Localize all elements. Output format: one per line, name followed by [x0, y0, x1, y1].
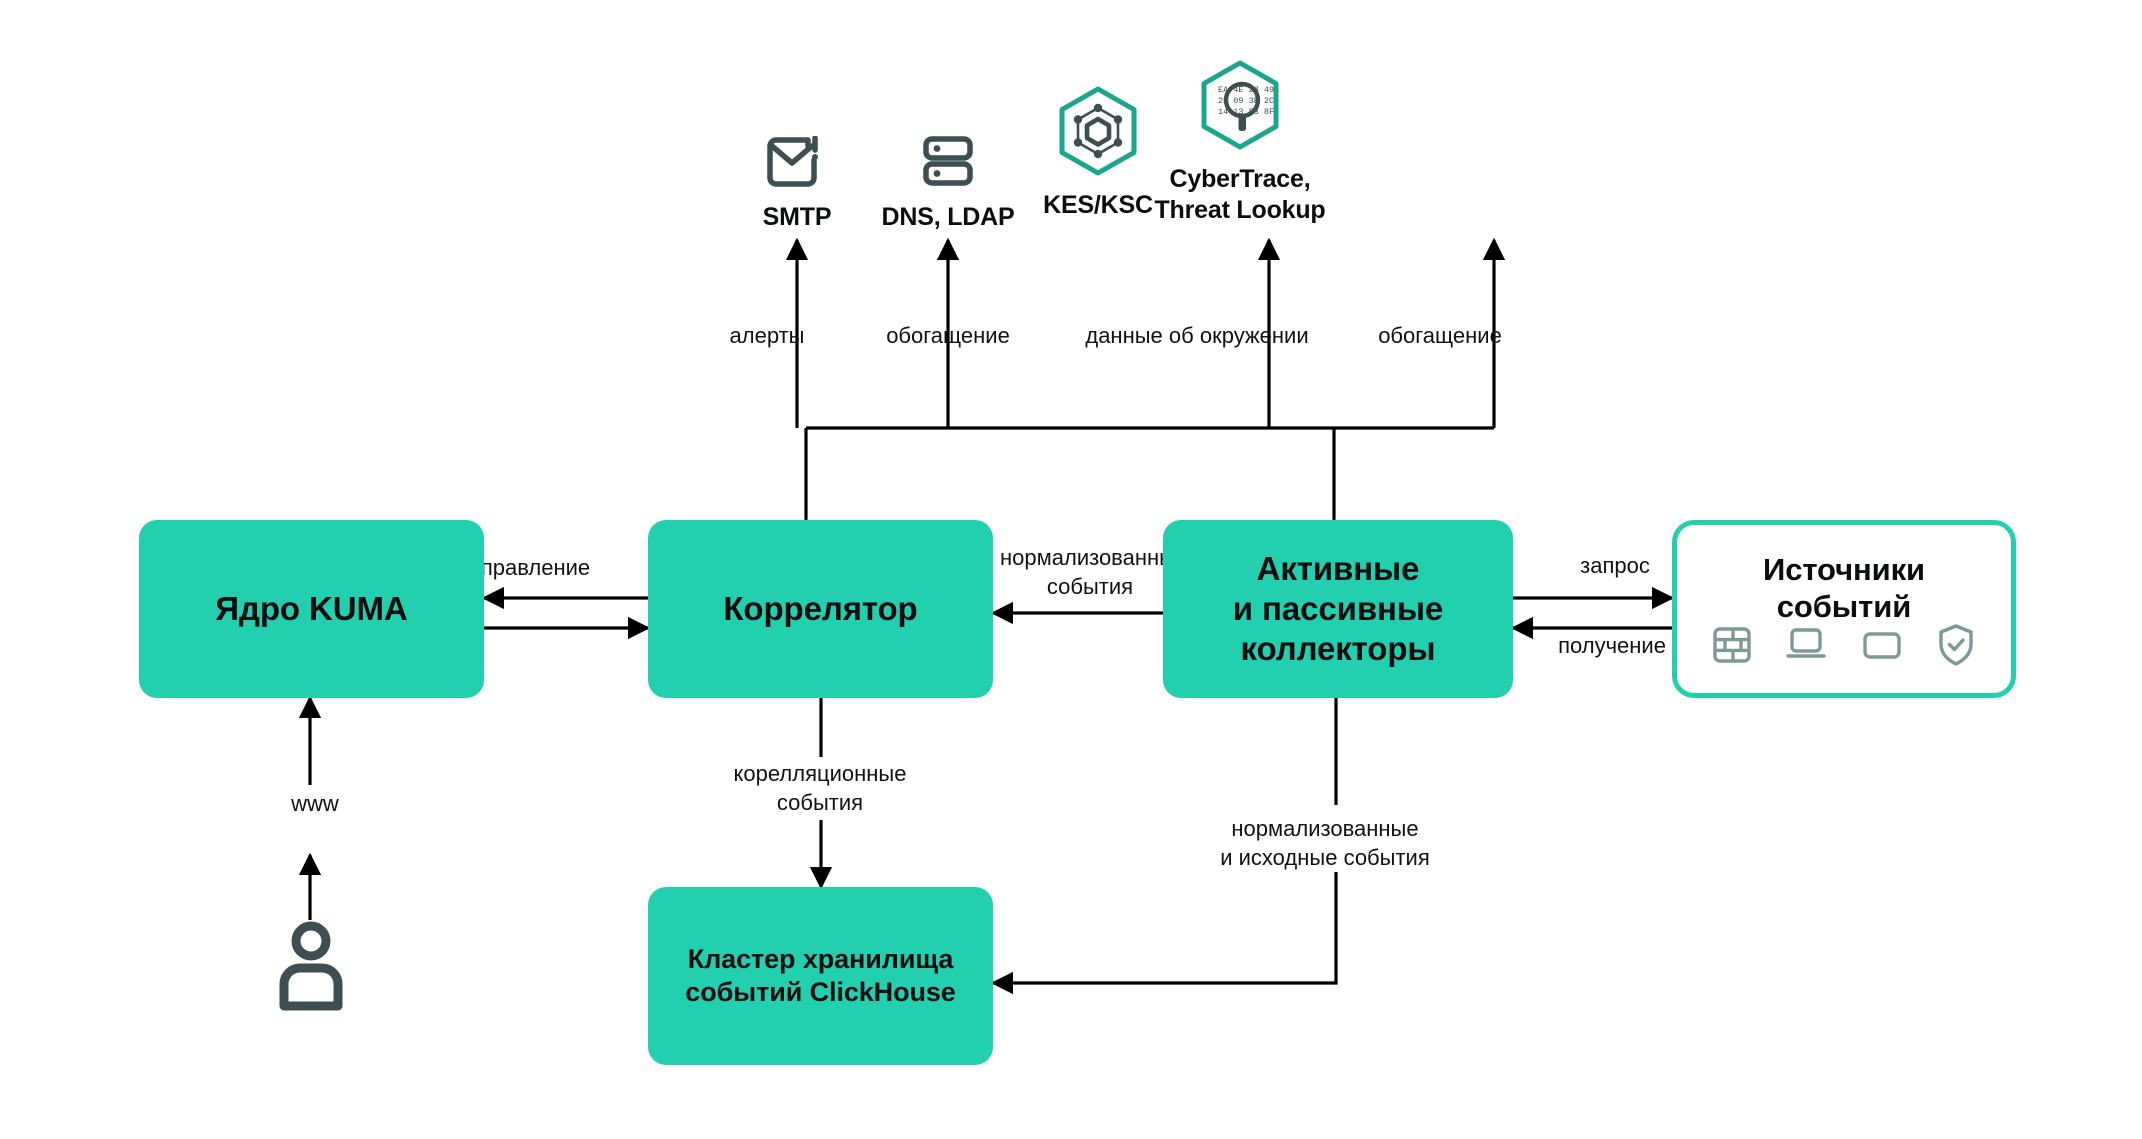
mail-alert-icon [766, 100, 828, 188]
server-icon [921, 100, 975, 188]
storage-line-2: событий ClickHouse [685, 977, 956, 1007]
edge-label-receive: получение [1558, 633, 1666, 658]
storage-line-1: Кластер хранилища [687, 944, 954, 975]
event-sources-line-2: событий [1776, 589, 1912, 625]
service-smtp: SMTP [667, 100, 927, 233]
normalized-events-line-2: события [1046, 573, 1134, 599]
edge-label-normalized-and-raw-events: нормализованные и исходные события [1135, 815, 1515, 872]
node-clickhouse-storage[interactable]: Кластер хранилища событий ClickHouse [648, 887, 993, 1065]
edge-label-alerts: алерты [729, 323, 805, 348]
hex-row-1: EA 4E 28 49 [1218, 85, 1274, 95]
hex-row-3: 14 13 F3 8F [1218, 107, 1274, 117]
correlation-events-line-2: события [776, 789, 864, 815]
hexagon-magnifier-icon: EA 4E 28 49 2D 09 3B 2C 14 13 F3 8F [1198, 60, 1282, 150]
edge-label-normalized-events: нормализованные события [1000, 544, 1187, 601]
service-cybertrace: EA 4E 28 49 2D 09 3B 2C 14 13 F3 8F Cybe… [1110, 60, 1370, 225]
service-label-kes-ksc: KES/KSC [1043, 191, 1153, 219]
laptop-icon [1784, 625, 1828, 665]
edge-label-environment-data: данные об окружении [1085, 323, 1309, 348]
service-label-smtp: SMTP [762, 203, 832, 231]
collectors-line-3: коллекторы [1240, 630, 1436, 668]
node-label-clickhouse-storage: Кластер хранилища событий ClickHouse [685, 943, 956, 1009]
event-source-icon-row [1677, 623, 2011, 667]
node-label-correlator: Коррелятор [723, 589, 918, 627]
edge-label-correlation-events: корелляционные события [620, 760, 1020, 817]
cybertrace-label-line-2: Threat Lookup [1154, 195, 1326, 224]
normalized-raw-line-2: и исходные события [1220, 844, 1430, 870]
hex-row-2: 2D 09 3B 2C [1218, 96, 1274, 106]
user-icon [262, 920, 360, 1017]
service-kes-ksc: KES/KSC [968, 86, 1228, 221]
node-label-event-sources: Источники событий [1763, 551, 1925, 625]
edge-label-enrichment-cybertrace: обогащение [1378, 323, 1502, 348]
normalized-events-line-1: нормализованные [1000, 545, 1188, 570]
normalized-raw-line-1: нормализованные [1231, 816, 1419, 841]
collectors-line-1: Активные [1256, 549, 1420, 587]
node-correlator[interactable]: Коррелятор [648, 520, 993, 698]
edge-label-enrichment-dns: обогащение [886, 323, 1010, 348]
service-label-cybertrace: CyberTrace, Threat Lookup [1154, 164, 1325, 225]
node-kuma-core[interactable]: Ядро KUMA [139, 520, 484, 698]
device-screen-icon [1860, 625, 1904, 665]
node-label-kuma-core: Ядро KUMA [215, 589, 408, 627]
collectors-line-2: и пассивные [1232, 589, 1444, 627]
service-label-dns-ldap: DNS, LDAP [881, 203, 1015, 231]
service-dns-ldap: DNS, LDAP [818, 100, 1078, 233]
correlation-events-line-1: корелляционные [733, 761, 907, 786]
edge-label-request: запрос [1580, 553, 1650, 578]
shield-check-icon [1936, 623, 1976, 667]
node-event-sources[interactable]: Источники событий [1672, 520, 2016, 698]
node-collectors[interactable]: Активные и пассивные коллекторы [1163, 520, 1513, 698]
edge-label-management: управление [469, 555, 591, 580]
firewall-icon [1712, 625, 1752, 665]
cybertrace-label-line-1: CyberTrace, [1169, 165, 1311, 193]
event-sources-line-1: Источники [1763, 552, 1925, 587]
arrow-collectors-to-storage [990, 872, 1338, 995]
edge-label-www: www [291, 791, 339, 816]
hexagon-node-icon [1056, 86, 1140, 176]
node-label-collectors: Активные и пассивные коллекторы [1233, 549, 1443, 670]
